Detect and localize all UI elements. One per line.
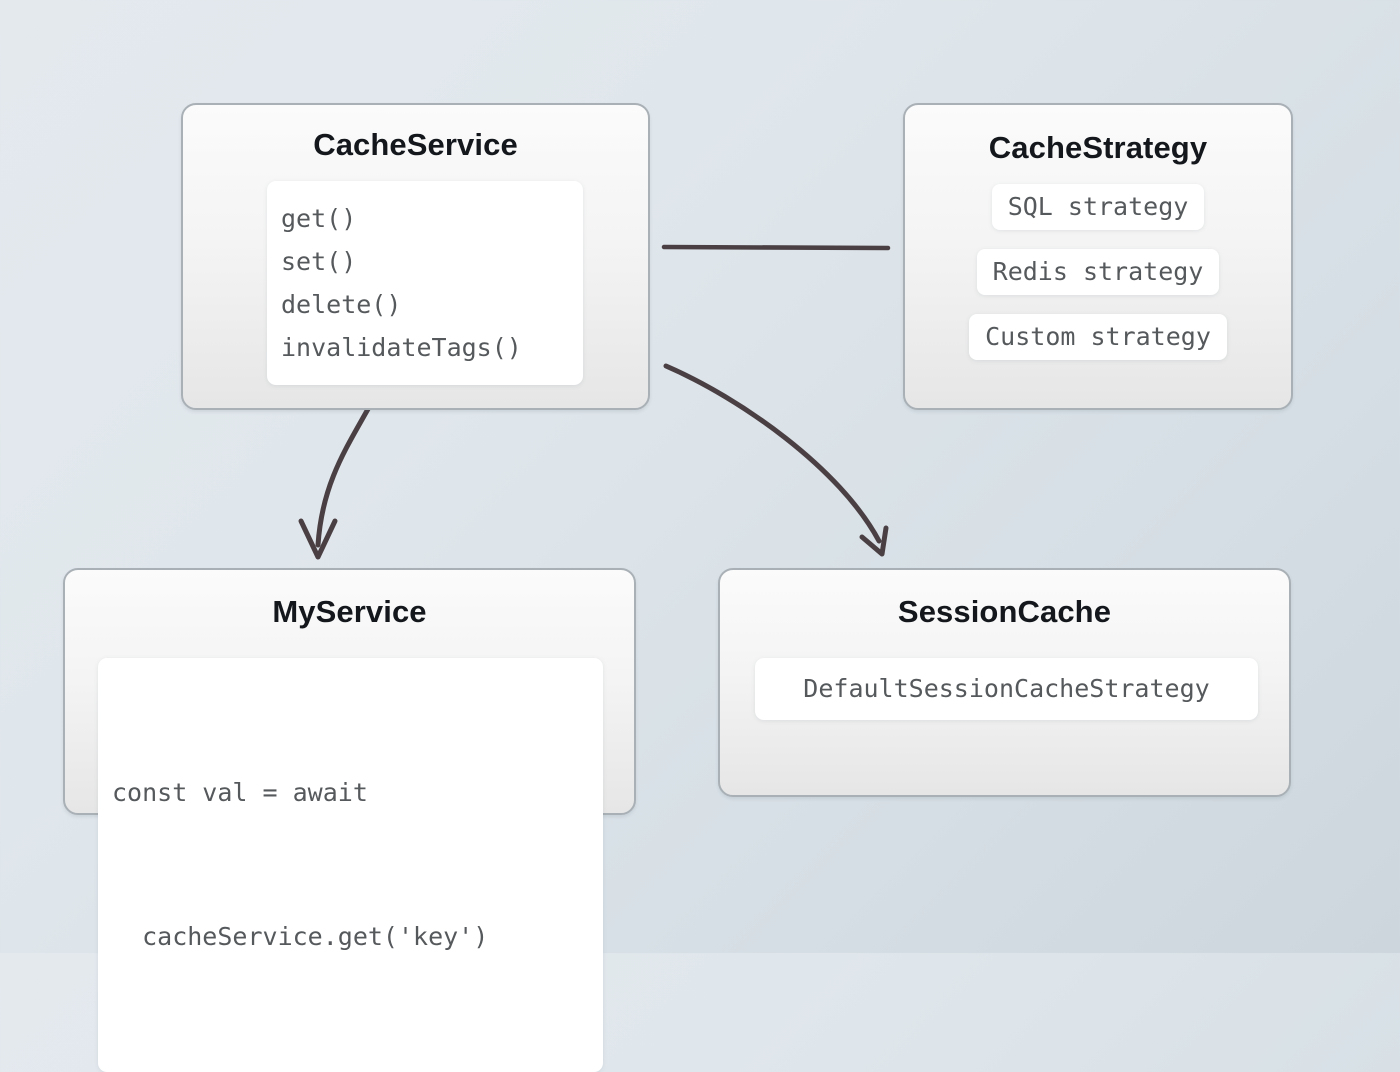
cache-strategy-item-list: SQL strategy Redis strategy Custom strat… (905, 184, 1291, 360)
node-title-cache-strategy: CacheStrategy (988, 130, 1208, 165)
code-line: const val = await (112, 778, 368, 807)
strategy-item: Custom strategy (969, 314, 1227, 360)
edge-cacheservice-to-cachestrategy (661, 244, 891, 251)
method-item: get() (281, 204, 357, 233)
node-title-my-service: MyService (272, 594, 427, 629)
method-item: invalidateTags() (281, 333, 522, 362)
node-session-cache[interactable]: SessionCache DefaultSessionCacheStrategy (718, 568, 1291, 797)
edge-cacheservice-to-sessioncache (663, 363, 882, 544)
arrowhead-myservice (298, 518, 338, 560)
method-item: set() (281, 247, 357, 276)
method-item: delete() (281, 290, 402, 319)
node-cache-strategy[interactable]: CacheStrategy SQL strategy Redis strateg… (903, 103, 1293, 410)
code-line: cacheService.get('key') (112, 922, 489, 951)
edge-cacheservice-to-myservice (315, 406, 371, 548)
diagram-canvas: CacheService get() set() delete() invali… (63, 103, 1293, 1072)
node-my-service[interactable]: MyService const val = await cacheService… (63, 568, 636, 1072)
node-title-session-cache: SessionCache (897, 594, 1112, 629)
cache-service-method-list: get() set() delete() invalidateTags() (267, 181, 583, 385)
node-cache-service[interactable]: CacheService get() set() delete() invali… (181, 103, 650, 410)
my-service-code-block: const val = await cacheService.get('key'… (98, 658, 603, 1072)
strategy-item: SQL strategy (991, 184, 1205, 230)
node-title-cache-service: CacheService (313, 127, 518, 162)
arrowhead-sessioncache (859, 525, 889, 557)
strategy-item: Redis strategy (976, 249, 1220, 295)
session-cache-strategy-item: DefaultSessionCacheStrategy (755, 658, 1258, 720)
